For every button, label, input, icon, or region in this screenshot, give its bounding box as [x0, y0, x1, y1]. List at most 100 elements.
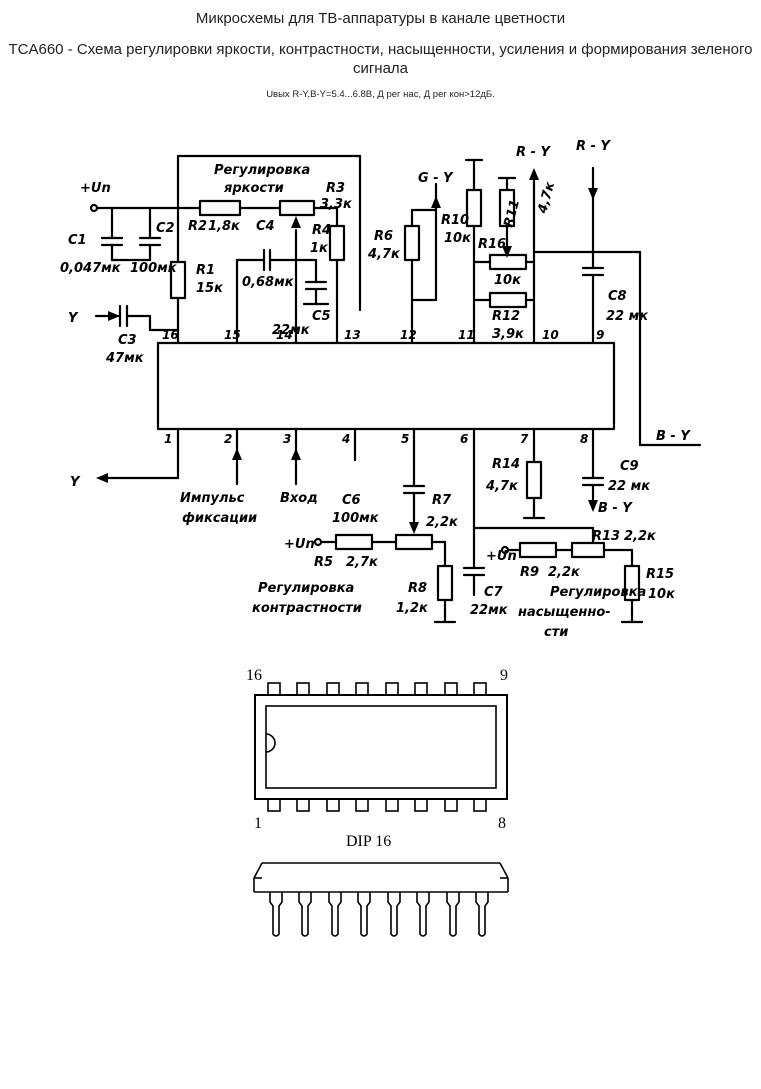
c7-label: C7	[484, 585, 504, 600]
c8-value: 22 мк	[606, 309, 649, 324]
r7-label: R7	[432, 493, 452, 508]
r-y-label-1: R - Y	[516, 145, 551, 160]
r16-label: R16	[478, 237, 506, 252]
package-name: DIP 16	[346, 833, 391, 850]
r7-wiper-arrow	[409, 522, 419, 534]
package-pin-1: 1	[254, 815, 262, 832]
pin-15-label: 15	[224, 328, 241, 342]
schematic-labels: Регулировка яркости +Un C1 0,047мк C2 10…	[60, 139, 691, 640]
brightness-label-2: яркости	[223, 181, 284, 196]
r10-value: 10к	[444, 231, 472, 246]
video-input-label: Вход	[280, 491, 318, 506]
r6-value: 4,7к	[367, 247, 401, 262]
r15-label: R15	[646, 567, 674, 582]
c1-label: C1	[68, 233, 87, 248]
r6-label: R6	[374, 229, 393, 244]
r14-wiring	[522, 443, 546, 520]
r3-value: 3,3к	[320, 197, 353, 212]
y-input-wiring	[94, 304, 180, 332]
c4-label: C4	[256, 219, 275, 234]
r16-value: 10к	[494, 273, 522, 288]
c9-label: C9	[620, 459, 639, 474]
pin-7-label: 7	[520, 432, 529, 446]
c8-label: C8	[608, 289, 627, 304]
b-y-output-label: B - Y	[656, 429, 691, 444]
pin-9-label: 9	[596, 328, 604, 342]
r1-value: 15к	[196, 281, 224, 296]
saturation-label-1: Регулировка	[550, 585, 646, 600]
page-subtitle: TCA660 - Схема регулировки яркости, конт…	[8, 41, 753, 77]
supply-label-1: +Un	[80, 181, 111, 196]
c9-wiring	[581, 443, 605, 502]
y-output-arrow	[96, 473, 108, 483]
pin-1-label: 1	[164, 432, 172, 446]
y-input-arrow	[108, 311, 120, 321]
brightness-label-1: Регулировка	[214, 163, 310, 178]
pin-4-label: 4	[341, 432, 350, 446]
b-y-input-label: B - Y	[598, 501, 633, 516]
pulse-input-arrow	[232, 448, 242, 460]
c9-value: 22 мк	[608, 479, 651, 494]
contrast-label-2: контрастности	[252, 601, 362, 616]
pulse-label-2: фиксации	[182, 511, 257, 526]
r3-wiper-arrow	[291, 216, 301, 228]
c5-value: 22мк	[272, 323, 311, 338]
r5-label: R5	[314, 555, 333, 570]
pulse-label-1: Импульс	[180, 491, 245, 506]
package-pin-8: 8	[498, 815, 506, 832]
dip16-top-view: 16 9 1 8 DIP 16	[246, 667, 508, 850]
r11-label: R11	[501, 198, 523, 229]
c8-wiring	[581, 166, 605, 332]
supply-wiring	[89, 154, 362, 332]
y-input-label: Y	[68, 311, 79, 326]
pin-10-label: 10	[542, 328, 559, 342]
c7-wiring	[462, 443, 595, 597]
r13-label: R13	[592, 529, 620, 544]
pulse-input-wiring	[235, 443, 298, 486]
r8-label: R8	[408, 581, 427, 596]
dip16-side-view	[253, 862, 509, 937]
supply-label-3: +Un	[486, 549, 517, 564]
r9-label: R9	[520, 565, 539, 580]
g-y-arrow	[431, 196, 441, 208]
b-y-in-arrow	[588, 500, 598, 512]
c3-label: C3	[118, 333, 137, 348]
c5-label: C5	[312, 309, 331, 324]
package-pin-9: 9	[500, 667, 508, 684]
r2-value: 1,8к	[208, 219, 241, 234]
c2-label: C2	[156, 221, 175, 236]
r15-value: 10к	[648, 587, 676, 602]
r8-value: 1,2к	[396, 601, 429, 616]
r10-label: R10	[441, 213, 469, 228]
ic-body	[156, 341, 616, 431]
pin-16-label: 16	[162, 328, 179, 342]
pin-2-label: 2	[224, 432, 232, 446]
pin-12-label: 12	[400, 328, 417, 342]
saturation-wiring	[500, 526, 644, 624]
r-y-wiring	[464, 158, 702, 447]
r-y-arrow-2	[588, 188, 598, 200]
r16-wiper-arrow	[502, 246, 512, 258]
g-y-wiring	[403, 182, 438, 332]
r14-label: R14	[492, 457, 520, 472]
c4-value: 0,68мк	[242, 275, 295, 290]
y-output-wiring	[102, 458, 180, 480]
y-output-label: Y	[70, 475, 81, 490]
saturation-label-2: насыщенно-	[518, 605, 611, 620]
r13-value: 2,2к	[624, 529, 657, 544]
r12-label: R12	[492, 309, 520, 324]
contrast-label-1: Регулировка	[258, 581, 354, 596]
r1-label: R1	[196, 263, 215, 278]
supply-label-2: +Un	[284, 537, 315, 552]
r7-value: 2,2к	[426, 515, 459, 530]
r4-value: 1к	[310, 241, 329, 256]
r9-value: 2,2к	[548, 565, 581, 580]
c7-value: 22мк	[470, 603, 509, 618]
pin-13-label: 13	[344, 328, 361, 342]
c3-value: 47мк	[105, 351, 145, 366]
bottom-pin-stubs	[176, 427, 595, 462]
pin-5-label: 5	[401, 432, 409, 446]
r4-label: R4	[312, 223, 331, 238]
c6-value: 100мк	[332, 511, 380, 526]
